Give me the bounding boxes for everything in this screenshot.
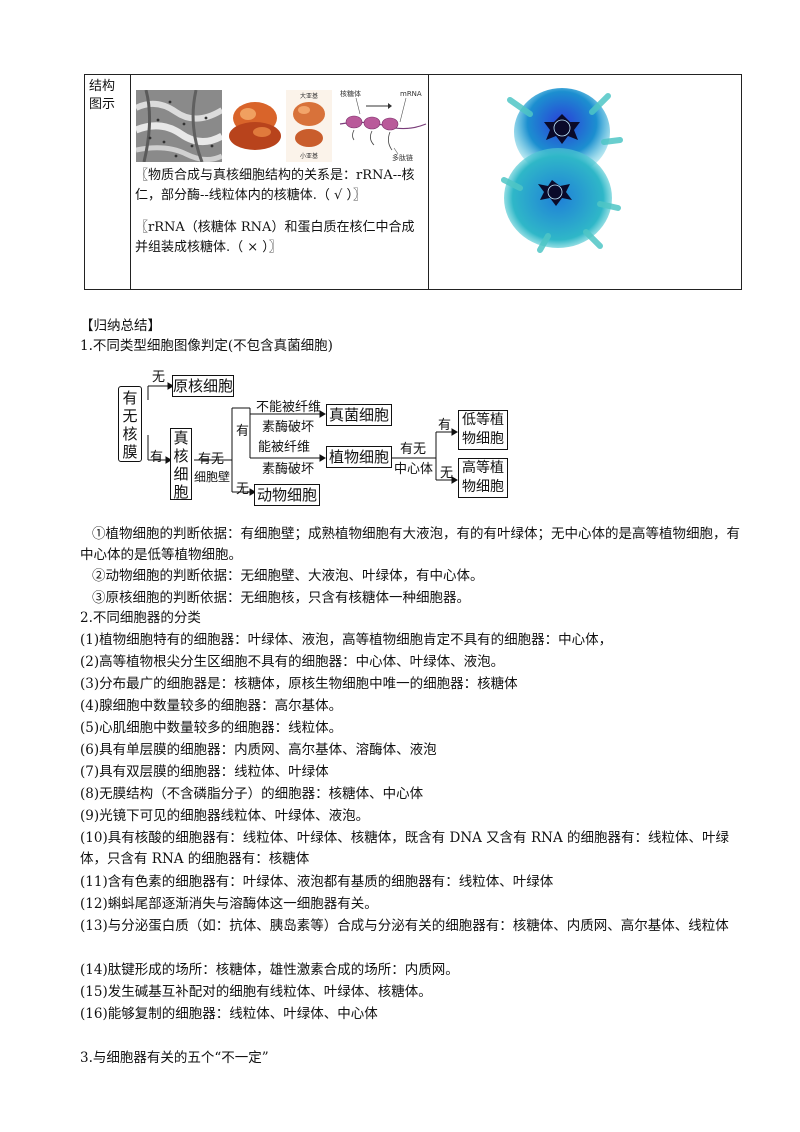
cannot-cellulase-line2: 素酶破坏	[262, 420, 315, 435]
flowchart-connectors	[147, 382, 458, 496]
no-membrane-label: 无	[152, 370, 166, 385]
list-item: (16)能够复制的细胞器：线粒体、叶绿体、中心体	[80, 1006, 378, 1022]
small-subunit-label: 小亚基	[300, 152, 318, 160]
section2-title: 2.不同细胞器的分类	[80, 610, 201, 626]
list-item: (7)具有双层膜的细胞器：线粒体、叶绿体	[80, 764, 329, 780]
fungus-box: 真菌细胞	[326, 404, 392, 426]
eukaryote-box: 真核细胞	[170, 428, 192, 501]
er-micrograph-image	[136, 90, 222, 162]
list-item: (5)心肌细胞中数量较多的细胞器：线粒体。	[80, 720, 343, 736]
table-divider	[428, 75, 429, 289]
list-item: (2)高等植物根尖分生区细胞不具有的细胞器：中心体、叶绿体、液泡。	[80, 654, 505, 670]
lower-plant-box: 低等植物细胞	[458, 410, 508, 450]
wall-question-line1: 有无	[198, 452, 225, 467]
list-item: (9)光镜下可见的细胞器线粒体、叶绿体、液泡。	[80, 808, 370, 824]
structure-table: 结构 图示	[84, 74, 742, 290]
has-centrosome-label: 有	[438, 418, 452, 433]
table-label: 结构 图示	[89, 79, 116, 112]
membrane-question-box: 有无核膜	[118, 386, 142, 462]
table-note-2: 〖rRNA（核糖体 RNA）和蛋白质在核仁中合成并组装成核糖体.（ × ）〗	[135, 220, 415, 255]
higher-plant-box: 高等植物细胞	[458, 458, 508, 498]
has-wall-label: 有	[236, 424, 250, 439]
judgment-plant: ①植物细胞的判断依据：有细胞壁；成熟植物细胞有大液泡，有的有叶绿体；无中心体的是…	[80, 526, 740, 563]
judgment-prokaryote: ③原核细胞的判断依据：无细胞核，只含有核糖体一种细胞器。	[92, 590, 470, 606]
list-item: (12)蝌蚪尾部逐渐消失与溶酶体这一细胞器有关。	[80, 896, 378, 912]
ribosome-3d-image	[229, 102, 281, 150]
list-item: (15)发生碱基互补配对的细胞有线粒体、叶绿体、核糖体。	[80, 984, 432, 1000]
polysome-diagram: 核糖体 mRNA 多肽链	[339, 89, 427, 162]
table-note-1: 〖物质合成与真核细胞结构的关系是：rRNA--核仁，部分酶--线粒体内的核糖体.…	[135, 168, 415, 203]
polysome-ribosome-label: 核糖体	[340, 89, 361, 98]
list-item: (10)具有核酸的细胞器有：线粒体、叶绿体、核糖体，既含有 DNA 又含有 RN…	[80, 830, 729, 867]
table-divider	[130, 75, 131, 289]
polysome-mrna-label: mRNA	[400, 90, 422, 98]
list-item: (6)具有单层膜的细胞器：内质网、高尔基体、溶酶体、液泡	[80, 742, 437, 758]
can-cellulase-line1: 能被纤维	[258, 440, 311, 455]
wall-question-line2: 细胞壁	[194, 470, 231, 484]
polysome-peptide-label: 多肽链	[392, 153, 413, 162]
no-centrosome-label: 无	[440, 466, 454, 481]
centrosome-question-line2: 中心体	[394, 462, 434, 477]
ribosome-subunits-image: 大亚基 小亚基	[286, 90, 332, 162]
section3-title: 3.与细胞器有关的五个“不一定”	[80, 1050, 269, 1066]
centrosome-question-line1: 有无	[400, 442, 427, 457]
plant-box: 植物细胞	[326, 446, 392, 468]
big-subunit-label: 大亚基	[300, 92, 318, 100]
list-item: (14)肽键形成的场所：核糖体，雄性激素合成的场所：内质网。	[80, 962, 459, 978]
list-item: (8)无膜结构（不含磷脂分子）的细胞器：核糖体、中心体	[80, 786, 424, 802]
judgment-animal: ②动物细胞的判断依据：无细胞壁、大液泡、叶绿体，有中心体。	[92, 568, 484, 584]
animal-box: 动物细胞	[254, 484, 320, 506]
list-item: (1)植物细胞特有的细胞器：叶绿体、液泡，高等植物细胞肯定不具有的细胞器：中心体…	[80, 632, 613, 648]
has-membrane-label: 有	[150, 450, 164, 465]
prokaryote-box: 原核细胞	[172, 375, 234, 397]
list-item: (3)分布最广的细胞器是：核糖体，原核生物细胞中唯一的细胞器：核糖体	[80, 676, 518, 692]
can-cellulase-line2: 素酶破坏	[262, 462, 315, 477]
list-item: (11)含有色素的细胞器有：叶绿体、液泡都有基质的细胞器有：线粒体、叶绿体	[80, 874, 554, 890]
centriole-3d-image	[501, 88, 623, 253]
section1-title: 1.不同类型细胞图像判定(不包含真菌细胞)	[80, 338, 333, 354]
list-item: (13)与分泌蛋白质（如：抗体、胰岛素等）合成与分泌有关的细胞器有：核糖体、内质…	[80, 918, 729, 934]
cannot-cellulase-line1: 不能被纤维	[256, 400, 322, 415]
summary-title: 【归纳总结】	[80, 318, 161, 334]
list-item: (4)腺细胞中数量较多的细胞器：高尔基体。	[80, 698, 343, 714]
no-wall-label: 无	[236, 482, 250, 497]
